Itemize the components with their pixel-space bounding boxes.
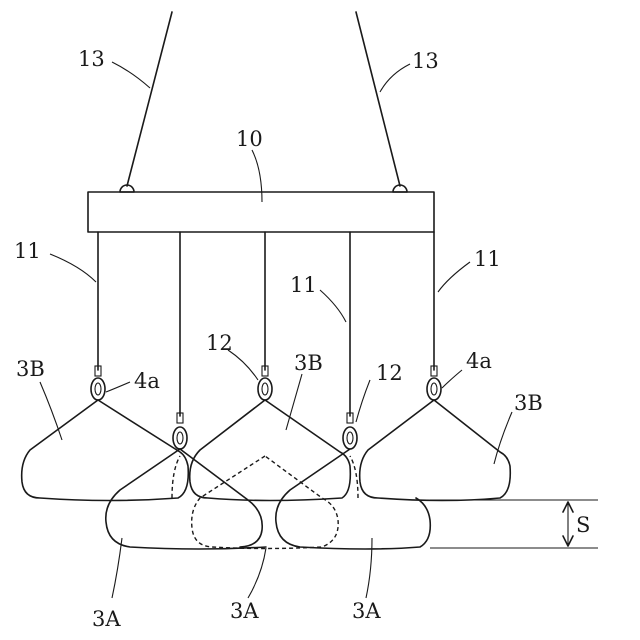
- label-s: S: [576, 513, 590, 537]
- label-3a-mid: 3A: [230, 599, 259, 623]
- label-3a-left: 3A: [92, 607, 121, 631]
- ring-right: [427, 366, 441, 400]
- leader-3b-right: [494, 412, 512, 464]
- label-11-5: 11: [474, 247, 501, 271]
- leader-3a-left: [112, 538, 122, 598]
- bag-3b-mid: [190, 400, 351, 501]
- label-13-right: 13: [412, 49, 439, 73]
- leader-12-right: [356, 380, 370, 422]
- label-13-left: 13: [78, 47, 105, 71]
- leader-3a-right: [366, 538, 372, 598]
- leader-3b-left: [40, 382, 62, 440]
- ring-mid: [258, 366, 272, 400]
- label-11-3: 11: [290, 273, 317, 297]
- leader-11-3: [320, 290, 346, 322]
- label-10: 10: [236, 127, 263, 151]
- leader-11-1: [50, 254, 96, 282]
- leader-4a-left: [106, 382, 130, 392]
- bag-3a-mid: [192, 456, 339, 549]
- label-3b-mid: 3B: [294, 351, 323, 375]
- leader-4a-right: [442, 370, 462, 388]
- bag-3a-left: [106, 449, 266, 549]
- label-3b-right: 3B: [514, 391, 543, 415]
- label-3a-right: 3A: [352, 599, 381, 623]
- leader-11-5: [438, 262, 470, 292]
- label-12-right: 12: [376, 361, 403, 385]
- bag-3a-right-hidden: [350, 456, 358, 498]
- bag-3b-right: [360, 400, 511, 501]
- leader-13-right: [380, 64, 410, 92]
- crane-wire-right: [356, 12, 400, 186]
- leader-10: [252, 150, 262, 202]
- label-4a-right: 4a: [466, 349, 492, 373]
- leader-3b-mid: [286, 374, 302, 430]
- ring-lower-left: [173, 413, 187, 449]
- label-11-1: 11: [14, 239, 41, 263]
- bag-3a-left-hidden: [172, 456, 180, 498]
- lifting-beam: [88, 192, 434, 232]
- bag-3b-left: [22, 400, 189, 501]
- ring-lower-right: [343, 413, 357, 449]
- crane-wire-left: [127, 12, 172, 186]
- label-4a-left: 4a: [134, 369, 160, 393]
- leader-3a-mid: [248, 548, 266, 598]
- leader-13-left: [112, 62, 150, 88]
- label-3b-left: 3B: [16, 357, 45, 381]
- label-12-mid: 12: [206, 331, 233, 355]
- ring-left: [91, 366, 105, 400]
